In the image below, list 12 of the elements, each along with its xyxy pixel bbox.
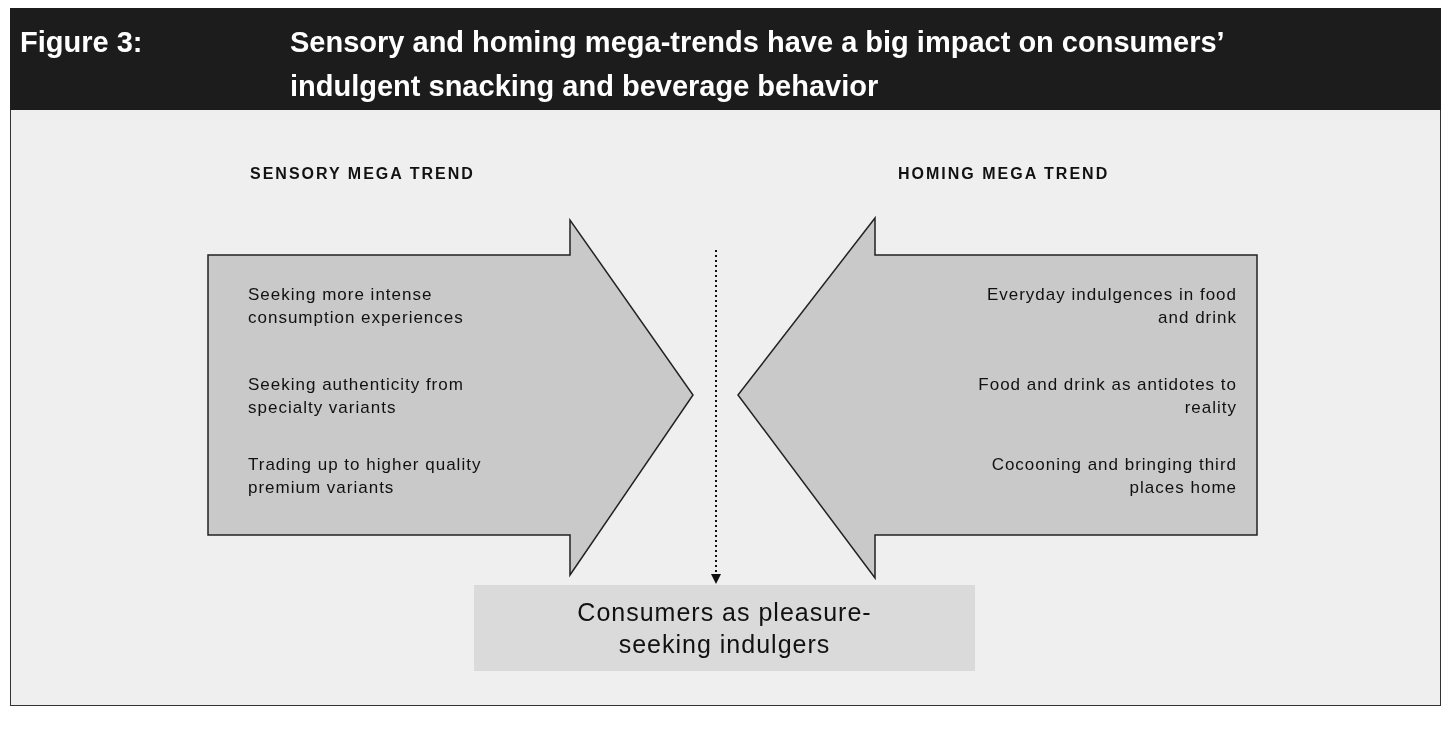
trend-heading: HOMING MEGA TREND	[898, 165, 1110, 183]
trend-text: Seeking more intense consumption experiences	[248, 284, 465, 329]
trend-heading: SENSORY MEGA TREND	[250, 165, 475, 183]
trend-text: Food and drink as antidotes to reality	[977, 374, 1237, 419]
trend-text: Trading up to higher quality premium variants	[248, 454, 483, 499]
trend-text: Everyday indulgences in food and drink	[985, 284, 1237, 329]
figure-number: Figure 3:	[20, 25, 143, 60]
result-box: Consumers as pleasure-seeking indulgers	[474, 585, 975, 671]
trend-text: Seeking authenticity from specialty variants	[248, 374, 465, 419]
dotted-arrow	[711, 249, 721, 584]
trend-text: Cocooning and bringing third places home	[990, 454, 1237, 499]
figure-title: Sensory and homing mega-trends have a big impact on consumers’ indulgent snacking and beverage behavior	[290, 25, 1225, 104]
